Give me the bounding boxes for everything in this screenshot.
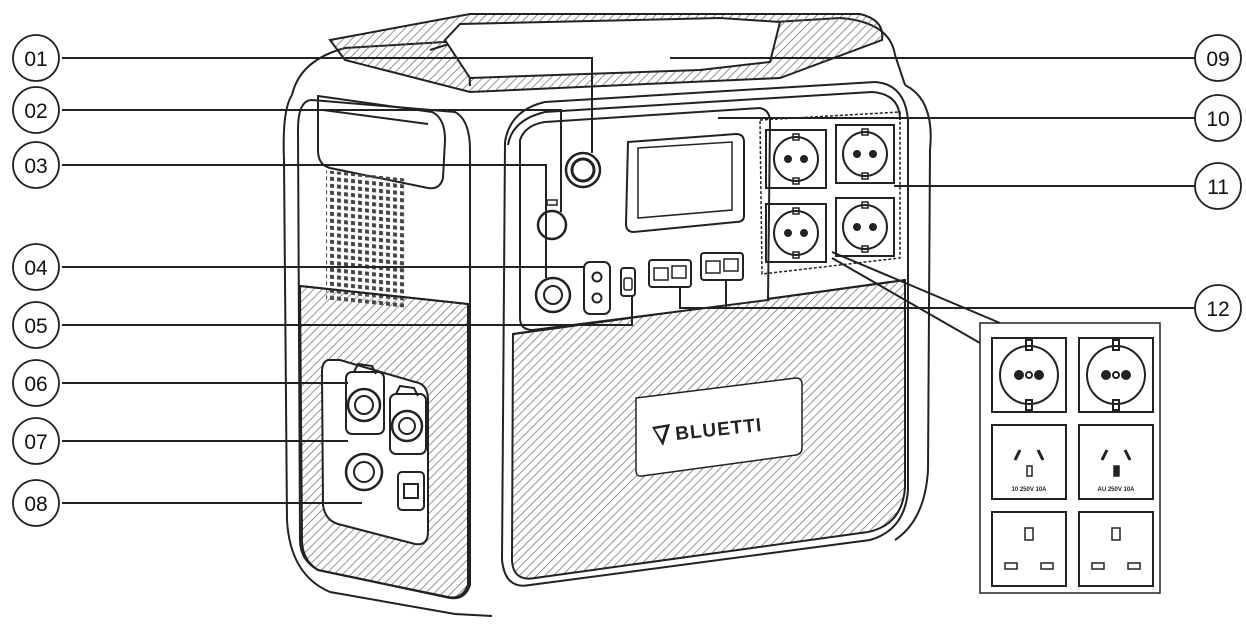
ac-outlet-panel — [759, 111, 901, 275]
lcd-display — [624, 132, 745, 234]
svg-text:05: 05 — [24, 315, 47, 338]
ac-outlet-2 — [835, 124, 895, 184]
callout-04: 04 — [12, 243, 60, 291]
au-socket-right — [1078, 424, 1154, 500]
usb-c-port — [620, 267, 636, 297]
callout-08: 08 — [12, 479, 60, 527]
callout-09: 09 — [1194, 34, 1242, 82]
au-socket-left — [991, 424, 1067, 500]
callout-11: 11 — [1194, 162, 1242, 210]
leader-02 — [62, 109, 562, 212]
uk-socket-left — [991, 511, 1067, 587]
svg-text:09: 09 — [1206, 48, 1229, 71]
callout-12: 12 — [1194, 284, 1242, 332]
au-socket-left-label: 10 250V 10A — [1011, 487, 1047, 493]
callout-02: 02 — [12, 86, 60, 134]
wireless-charging-pad — [443, 16, 782, 80]
usb-a-ports-left — [648, 259, 692, 288]
inset-leader-b — [831, 257, 981, 344]
svg-text:02: 02 — [24, 100, 47, 123]
power-button — [564, 151, 602, 189]
control-panel — [519, 106, 772, 332]
ac-outlet-1 — [765, 129, 827, 189]
dc-5521-ports — [583, 261, 611, 315]
leader-lines — [62, 57, 1198, 504]
ac-outlet-3 — [765, 203, 827, 263]
leader-12 — [679, 287, 1198, 309]
power-station-body — [282, 13, 932, 617]
usb-a-ports-right — [700, 252, 744, 281]
leader-03 — [62, 164, 547, 278]
svg-text:01: 01 — [24, 48, 47, 71]
side-handle — [317, 94, 447, 190]
ac-solar-input-port — [345, 362, 385, 435]
callout-01: 01 — [12, 34, 60, 82]
leader-05 — [62, 296, 633, 326]
svg-text:08: 08 — [24, 493, 47, 516]
svg-text:03: 03 — [24, 155, 47, 178]
svg-text:04: 04 — [24, 257, 48, 280]
callout-07: 07 — [12, 417, 60, 465]
inset-leader-a — [831, 251, 1001, 324]
side-vent-grill — [326, 170, 406, 309]
expansion-port — [397, 471, 425, 511]
callouts: 01 02 03 04 05 06 07 08 09 10 11 12 — [12, 34, 1242, 527]
callout-05: 05 — [12, 301, 60, 349]
socket-variants-inset — [979, 322, 1161, 594]
schuko-socket-left — [991, 337, 1067, 413]
ac-outlets — [765, 124, 895, 263]
svg-text:06: 06 — [24, 373, 47, 396]
au-socket-right-label: AU 250V 10A — [1097, 487, 1135, 493]
leader-01 — [62, 57, 593, 153]
brand-plate — [635, 377, 803, 477]
svg-text:07: 07 — [24, 431, 47, 454]
dc-output-12v — [534, 276, 572, 314]
callout-03: 03 — [12, 141, 60, 189]
svg-text:11: 11 — [1207, 176, 1229, 199]
schuko-socket-right — [1078, 337, 1154, 413]
ac-outlet-4 — [835, 197, 895, 257]
dc-input-port-2 — [389, 384, 427, 455]
dc-input-port — [344, 452, 384, 492]
svg-text:10: 10 — [1206, 108, 1229, 131]
svg-text:12: 12 — [1206, 298, 1229, 321]
dc-button — [536, 209, 568, 241]
uk-socket-right — [1078, 511, 1154, 587]
callout-06: 06 — [12, 359, 60, 407]
callout-10: 10 — [1194, 94, 1242, 142]
